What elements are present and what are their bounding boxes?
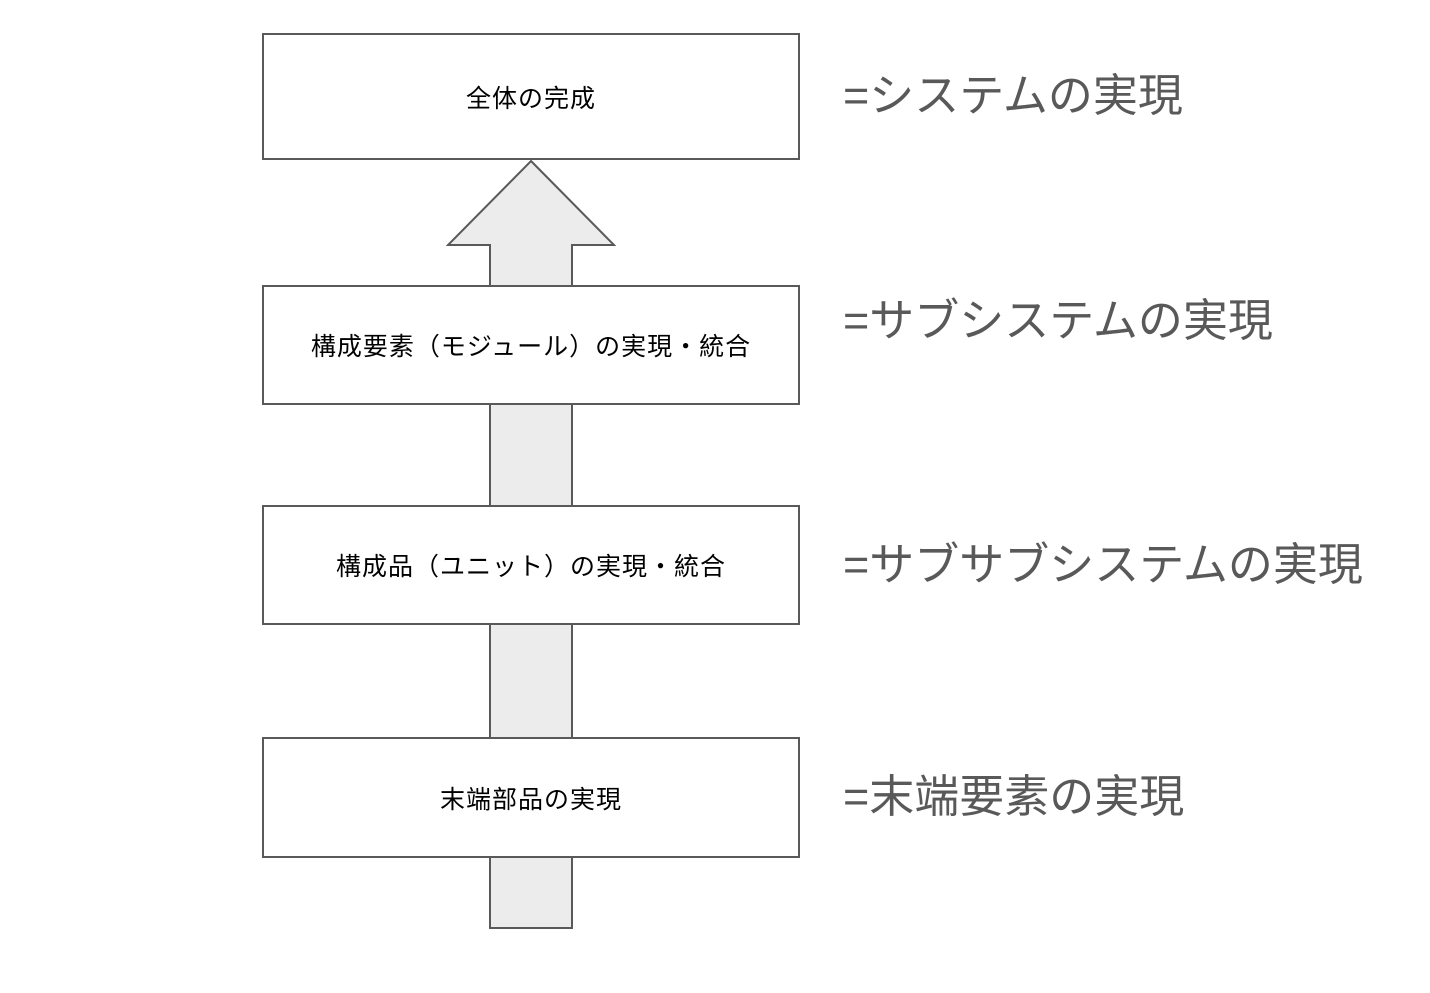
diagram-box-overall-completion: 全体の完成 <box>262 33 800 160</box>
side-label-end-element-realization: =末端要素の実現 <box>843 771 1185 822</box>
box-label: 末端部品の実現 <box>439 785 622 814</box>
diagram-box-unit-integration: 構成品（ユニット）の実現・統合 <box>262 505 800 625</box>
up-arrow-icon <box>446 159 616 287</box>
box-label: 全体の完成 <box>465 84 596 113</box>
box-label: 構成品（ユニット）の実現・統合 <box>335 553 726 581</box>
side-label-system-realization: =システムの実現 <box>843 70 1183 121</box>
side-label-subsystem-realization: =サブシステムの実現 <box>843 295 1273 346</box>
side-label-subsubsystem-realization: =サブサブシステムの実現 <box>843 539 1363 590</box>
connector-shaft-below-level4 <box>489 855 573 929</box>
connector-shaft-level4-to-level3 <box>489 620 573 742</box>
connector-shaft-level3-to-level2 <box>489 400 573 510</box>
diagram-box-module-integration: 構成要素（モジュール）の実現・統合 <box>262 285 800 405</box>
diagram-box-end-parts: 末端部品の実現 <box>262 737 800 858</box>
box-label: 構成要素（モジュール）の実現・統合 <box>310 333 752 361</box>
